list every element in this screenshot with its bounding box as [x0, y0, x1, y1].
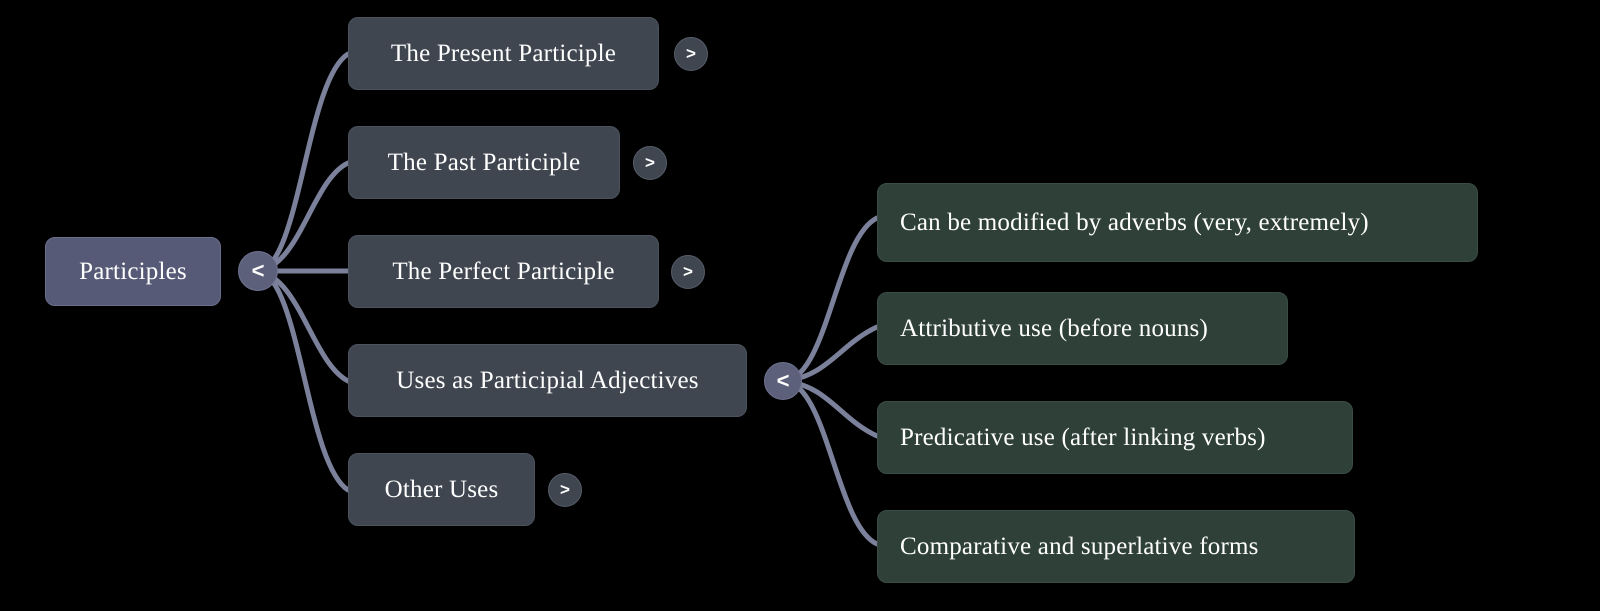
node-root-participles[interactable]: Participles — [45, 237, 221, 306]
edge-root-to-past-participle — [255, 160, 351, 274]
node-branch-perfect-participle[interactable]: The Perfect Participle — [348, 235, 659, 308]
node-branch-present-participle[interactable]: The Present Participle — [348, 17, 659, 90]
edge-root-to-present-participle — [255, 51, 351, 274]
node-branch-label: The Perfect Participle — [392, 258, 615, 285]
node-root-label: Participles — [79, 258, 187, 285]
collapse-left-chevron-icon: < — [251, 258, 265, 283]
node-branch-label: The Past Participle — [387, 149, 581, 176]
node-branch-participial-adjectives[interactable]: Uses as Participial Adjectives — [348, 344, 747, 417]
node-branch-label: Uses as Participial Adjectives — [396, 367, 699, 394]
node-branch-other-uses[interactable]: Other Uses — [348, 453, 535, 526]
node-branch-label: Other Uses — [384, 476, 499, 503]
toggle-root-collapse[interactable]: < — [238, 251, 278, 291]
collapse-left-chevron-icon: < — [776, 368, 790, 393]
edge-adjectives-to-leaf-4 — [782, 378, 880, 547]
node-leaf-label: Predicative use (after linking verbs) — [900, 424, 1266, 451]
node-leaf-predicative-use[interactable]: Predicative use (after linking verbs) — [877, 401, 1353, 474]
node-branch-past-participle[interactable]: The Past Participle — [348, 126, 620, 199]
edge-adjectives-to-leaf-1 — [782, 215, 880, 384]
node-leaf-label: Can be modified by adverbs (very, extrem… — [900, 209, 1369, 236]
toggle-past-participle-expand[interactable]: > — [633, 146, 667, 180]
expand-right-chevron-icon: > — [686, 44, 696, 63]
expand-right-chevron-icon: > — [683, 262, 693, 281]
toggle-perfect-participle-expand[interactable]: > — [671, 255, 705, 289]
expand-right-chevron-icon: > — [560, 480, 570, 499]
toggle-present-participle-expand[interactable]: > — [674, 37, 708, 71]
node-leaf-label: Comparative and superlative forms — [900, 533, 1259, 560]
edge-root-to-participial-adjectives — [255, 268, 351, 384]
node-leaf-modified-by-adverbs[interactable]: Can be modified by adverbs (very, extrem… — [877, 183, 1478, 262]
node-branch-label: The Present Participle — [390, 40, 617, 67]
expand-right-chevron-icon: > — [645, 153, 655, 172]
node-leaf-attributive-use[interactable]: Attributive use (before nouns) — [877, 292, 1288, 365]
toggle-other-uses-expand[interactable]: > — [548, 473, 582, 507]
node-leaf-comparative-superlative[interactable]: Comparative and superlative forms — [877, 510, 1355, 583]
node-leaf-label: Attributive use (before nouns) — [900, 315, 1209, 342]
toggle-participial-adjectives-collapse[interactable]: < — [764, 362, 802, 400]
edge-root-to-other-uses — [255, 268, 351, 493]
